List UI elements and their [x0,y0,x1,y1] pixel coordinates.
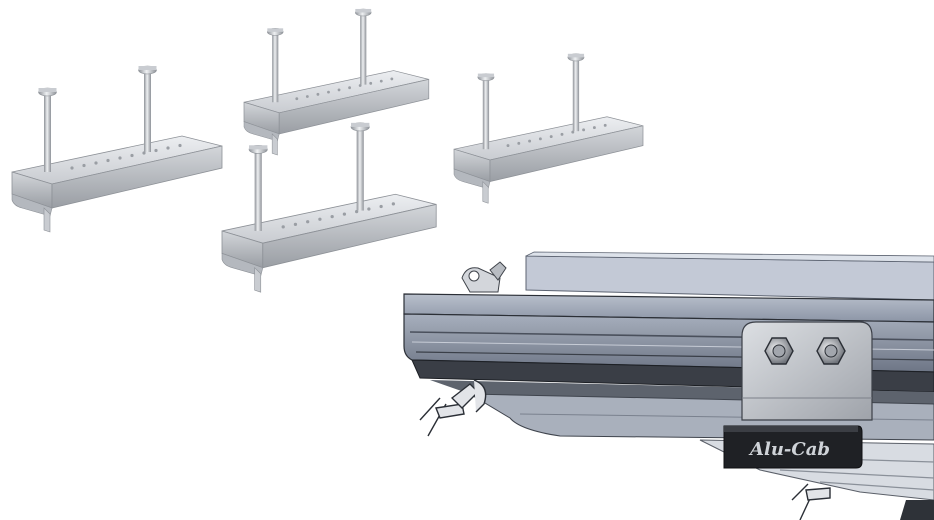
logo-block: Alu-Cab [723,425,863,469]
clamp-2 [243,8,430,156]
clamp-1 [11,65,223,233]
bolt-nut-right [816,337,846,365]
roof-rack-frame: Alu-Cab [403,251,934,520]
clamp-3 [221,122,437,293]
bolt-nut-left [764,337,794,365]
clamp-4 [453,53,644,204]
alu-cab-logo: Alu-Cab [748,439,830,460]
